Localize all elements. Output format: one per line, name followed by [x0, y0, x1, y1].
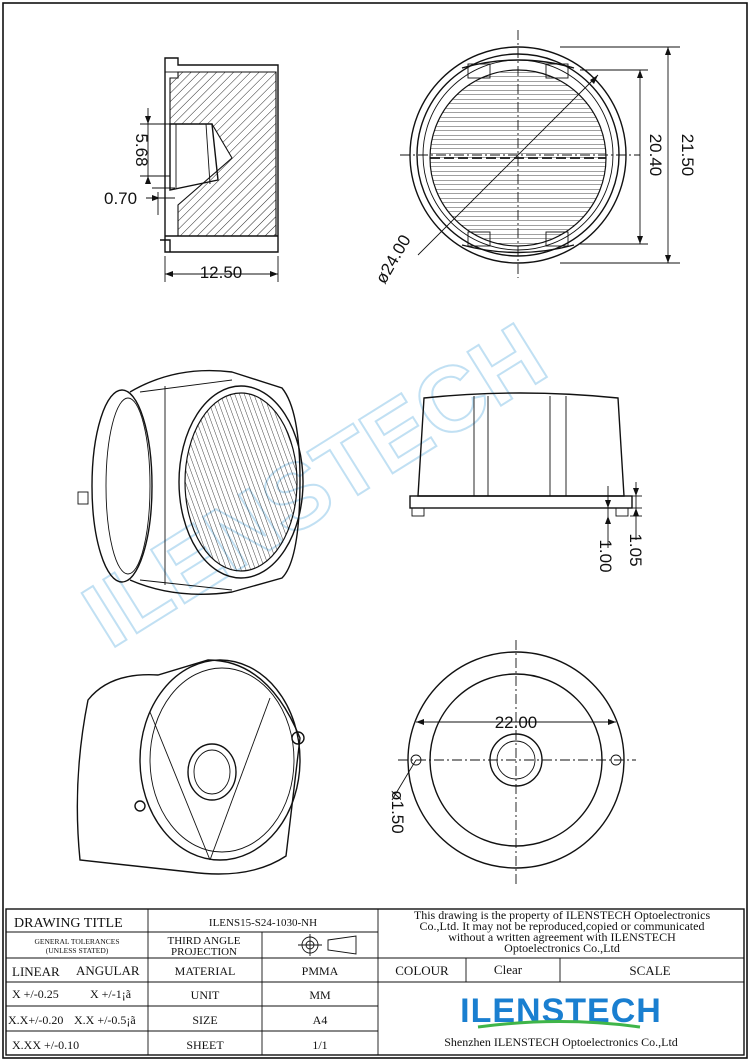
front-view: ø24.00 21.50 20.40 [372, 30, 697, 287]
colour-label: COLOUR [395, 963, 449, 978]
company-name: Shenzhen ILENSTECH Optoelectronics Co.,L… [444, 1035, 678, 1049]
dim-21-50: 21.50 [678, 134, 697, 177]
drawing-title-value: ILENS15-S24-1030-NH [209, 917, 317, 929]
angular-label: ANGULAR [76, 963, 140, 978]
sheet-label: SHEET [186, 1038, 224, 1052]
side-view: 1.05 1.00 [409, 392, 645, 573]
dim-12-50: 12.50 [200, 263, 243, 282]
colour-value: Clear [494, 962, 523, 977]
dim-22-00: 22.00 [495, 713, 538, 732]
third-angle-projection-icon [298, 934, 357, 956]
size-value: A4 [313, 1013, 328, 1027]
general-tolerances: GENERAL TOLERANCES [34, 937, 119, 946]
dim-1-05: 1.05 [626, 533, 645, 566]
unit-value: MM [309, 988, 331, 1002]
dim-0-70: 0.70 [104, 189, 137, 208]
notice-line-1: This drawing is the property of ILENSTEC… [414, 908, 711, 922]
tol-xxx-linear: X.XX +/-0.10 [12, 1038, 79, 1052]
section-view: 5.68 0.70 12.50 [104, 57, 279, 282]
title-block: DRAWING TITLE ILENS15-S24-1030-NH GENERA… [5, 908, 745, 1056]
isometric-view-front [77, 369, 304, 595]
unit-label: UNIT [191, 988, 220, 1002]
ilenstech-logo: ILENSTECH [460, 992, 661, 1030]
isometric-view-back [76, 659, 305, 875]
dim-24-00: ø24.00 [372, 232, 415, 287]
sheet-value: 1/1 [312, 1038, 327, 1052]
tol-xx-linear: X.X+/-0.20 [8, 1013, 63, 1027]
projection-line-1: THIRD ANGLE [167, 935, 240, 947]
notice-line-4: Optoelectronics Co.,Ltd [504, 941, 620, 955]
back-view: 22.00 ø1.50 [388, 640, 636, 885]
linear-label: LINEAR [12, 964, 60, 979]
scale-label: SCALE [629, 963, 670, 978]
tol-x-angular: X +/-1¡ã [90, 987, 132, 1001]
size-label: SIZE [192, 1013, 217, 1027]
drawing-title-label: DRAWING TITLE [14, 916, 123, 931]
material-value: PMMA [302, 964, 339, 978]
tol-x-linear: X +/-0.25 [12, 987, 59, 1001]
projection-line-2: PROJECTION [171, 946, 237, 958]
material-label: MATERIAL [175, 964, 236, 978]
dim-5-68: 5.68 [132, 133, 151, 166]
dim-20-40: 20.40 [646, 134, 665, 177]
dim-1-50: ø1.50 [388, 790, 407, 833]
unless-stated: (UNLESS STATED) [46, 946, 109, 955]
notice-line-3: without a written agreement with ILENSTE… [448, 930, 676, 944]
dim-1-00: 1.00 [596, 539, 615, 572]
notice-line-2: Co.,Ltd. It may not be reproduced,copied… [420, 919, 705, 933]
tol-xx-angular: X.X +/-0.5¡ã [74, 1013, 136, 1027]
